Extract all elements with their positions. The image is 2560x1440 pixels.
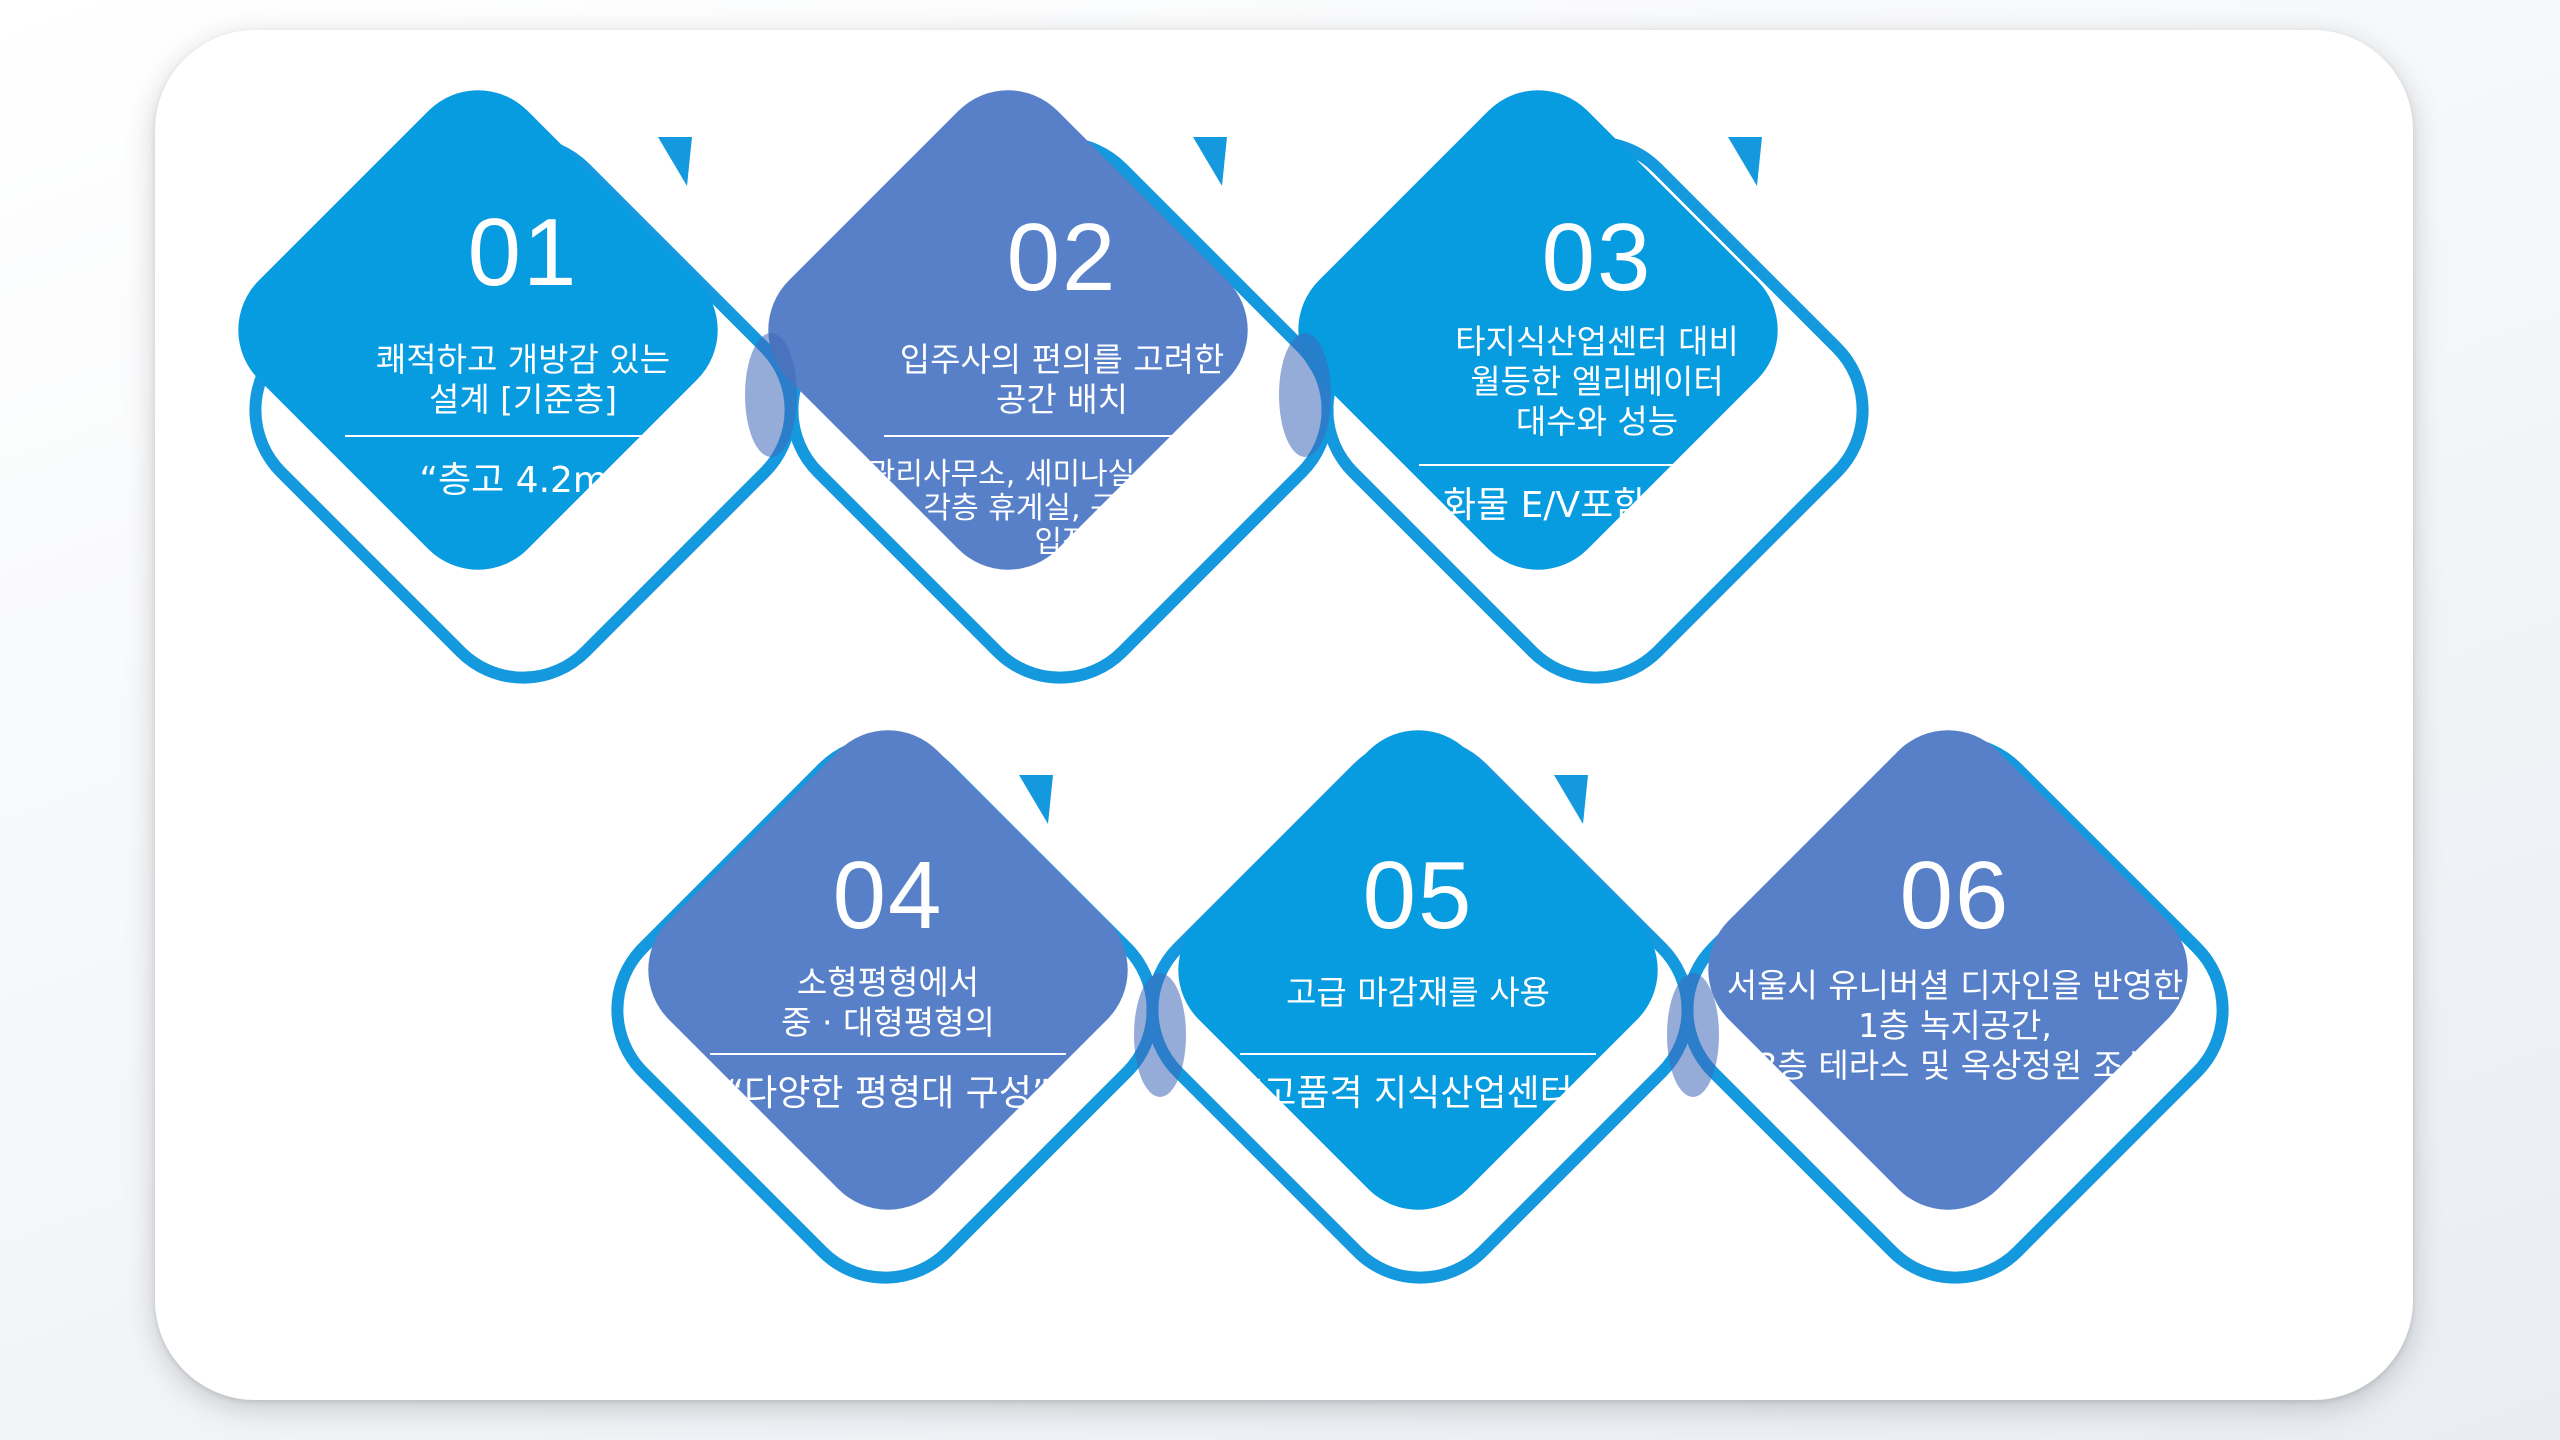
step-subtitle: “층고 4.2m”	[419, 460, 627, 501]
overlap-lens-5-6	[1667, 973, 1719, 1097]
arrow-icon-04	[1019, 775, 1053, 824]
step-number: 01	[467, 199, 579, 306]
arrow-icon-01	[658, 137, 692, 186]
step-divider	[1240, 1053, 1596, 1055]
step-title: 입주사의 편의를 고려한 공간 배치	[899, 340, 1225, 419]
step-03: 03 타지식산업센터 대비 월등한 엘리베이터 대수와 성능 화물 E/V포함 …	[1347, 210, 1847, 730]
step-divider	[710, 1053, 1066, 1055]
step-01: 01 쾌적하고 개방감 있는 설계 [기준층] “층고 4.2m”	[273, 205, 773, 725]
diamond-06	[1708, 730, 2188, 1210]
diamond-05	[1178, 730, 1658, 1210]
diamond-03	[1298, 90, 1778, 570]
arrow-icon-02	[1193, 137, 1227, 186]
diamond-04	[648, 730, 1128, 1210]
arrow-icon-03	[1728, 137, 1762, 186]
overlap-lens-4-5	[1134, 973, 1186, 1097]
step-number: 05	[1362, 842, 1474, 949]
step-title: 쾌적하고 개방감 있는 설계 [기준층]	[375, 340, 671, 419]
step-title: 타지식산업센터 대비 월등한 엘리베이터 대수와 성능	[1455, 322, 1739, 441]
step-04: 04 소형평형에서 중 · 대형평형의 “다양한 평형대 구성”	[638, 848, 1138, 1368]
step-divider	[1419, 464, 1775, 466]
step-subtitle: “고품격 지식산업센터”	[1244, 1073, 1592, 1114]
step-subtitle: “다양한 평형대 구성”	[725, 1073, 1051, 1114]
diamond-01	[238, 90, 718, 570]
step-number: 02	[1006, 204, 1118, 311]
diamond-02	[768, 90, 1248, 570]
step-title: 소형평형에서 중 · 대형평형의	[781, 963, 995, 1042]
step-subtitle: 화물 E/V포함 “6대”	[1442, 485, 1752, 526]
step-06: 06 서울시 유니버셜 디자인을 반영한 1층 녹지공간, 3층 테라스 및 옥…	[1705, 848, 2205, 1368]
step-title: 서울시 유니버셜 디자인을 반영한 1층 녹지공간, 3층 테라스 및 옥상정원…	[1726, 966, 2184, 1085]
step-subtitle: “관리사무소, 세미나실 1층 배치” 각층 휴게실, 구내식당 입점	[852, 457, 1272, 560]
arrow-icon-05	[1554, 775, 1588, 824]
step-divider	[884, 435, 1240, 437]
overlap-lens-1-2	[745, 333, 797, 457]
step-number: 04	[832, 842, 944, 949]
step-02: 02 입주사의 편의를 고려한 공간 배치 “관리사무소, 세미나실 1층 배치…	[812, 210, 1312, 730]
step-05: 05 고급 마감재를 사용 “고품격 지식산업센터”	[1168, 848, 1668, 1368]
step-number: 03	[1541, 204, 1653, 311]
step-title: 고급 마감재를 사용	[1286, 973, 1550, 1012]
step-divider	[345, 435, 701, 437]
overlap-lens-2-3	[1279, 333, 1331, 457]
step-number: 06	[1899, 842, 2011, 949]
